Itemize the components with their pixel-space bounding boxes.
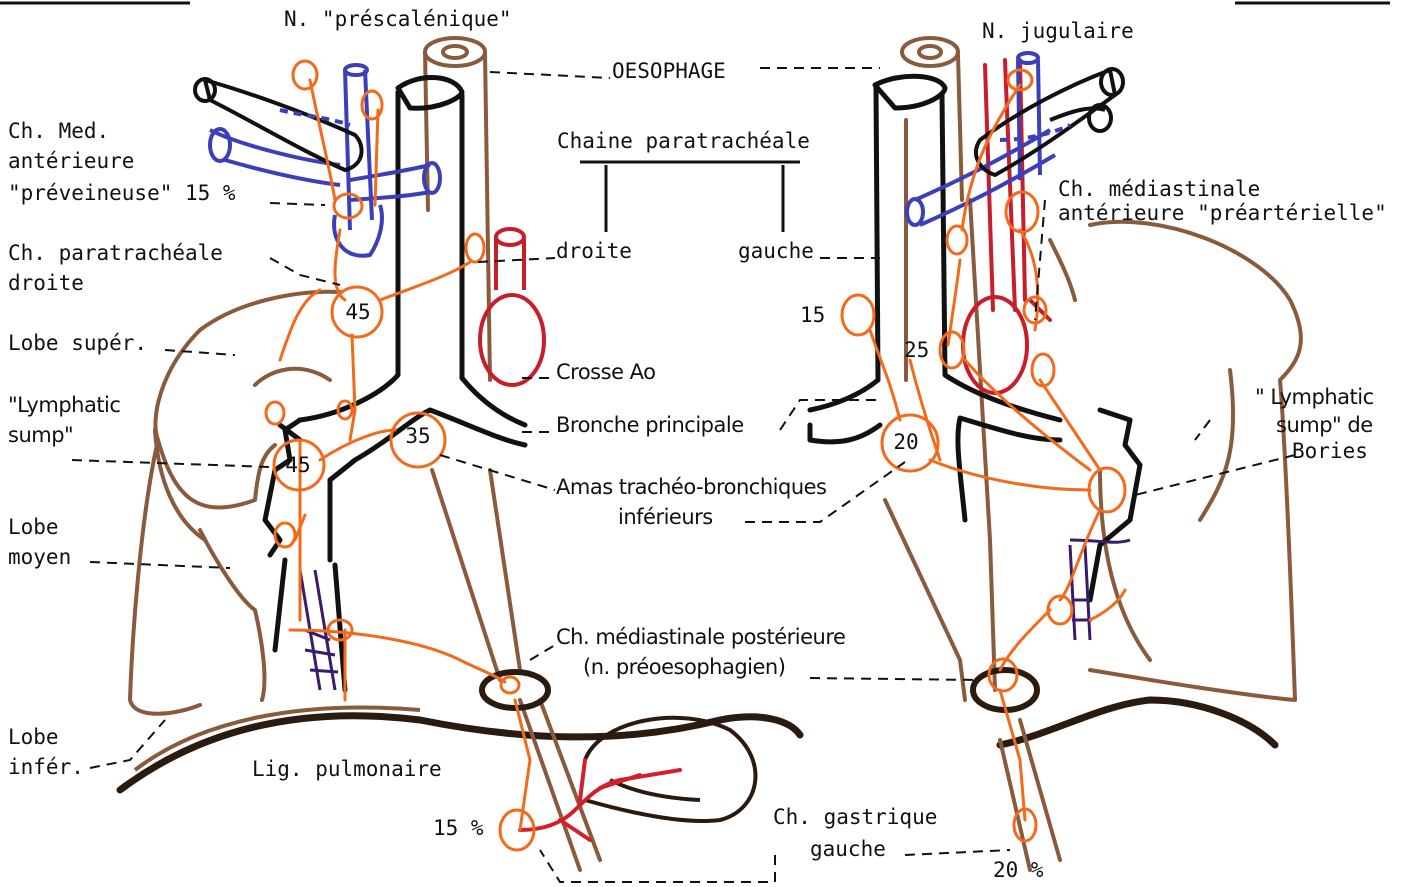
label-bronche-principale: Bronche principale — [556, 410, 744, 440]
label-n-jugulaire: N. jugulaire — [982, 16, 1134, 46]
label-ch-gastrique-line2: gauche — [810, 834, 886, 864]
node-value-l-upper: 15 — [800, 303, 825, 327]
label-ch-med-ant-line2: antérieure — [8, 146, 134, 176]
label-ch-med-post-line1: Ch. médiastinale postérieure — [556, 622, 845, 652]
label-lobe-infer-line2: infér. — [8, 752, 84, 782]
label-ch-paratrach-d-line2: droite — [8, 268, 84, 298]
label-ch-med-ant-line3: "préveineuse" 15 % — [8, 178, 236, 208]
label-droite: droite — [556, 236, 632, 266]
label-oesophage: OESOPHAGE — [612, 56, 726, 86]
label-chaine-paratracheale: Chaine paratrachéale — [557, 126, 810, 156]
label-crosse-ao: Crosse Ao — [556, 357, 656, 387]
label-ch-med-post-line2: (n. préoesophagien) — [583, 652, 785, 682]
label-ch-paratrach-d-line1: Ch. paratrachéale — [8, 238, 223, 268]
label-n-prescalenique: N. "préscalénique" — [284, 4, 512, 34]
label-lig-pulmonaire: Lig. pulmonaire — [252, 754, 442, 784]
node-value-r-sump: 45 — [285, 453, 310, 477]
node-value-r-gastric: 15 % — [433, 816, 484, 840]
label-ch-gastrique-line1: Ch. gastrique — [773, 802, 937, 832]
label-ch-med-ant-line1: Ch. Med. — [8, 116, 109, 146]
label-lobe-moyen-line2: moyen — [8, 542, 71, 572]
label-lymph-sump-bories-line3: Bories — [1292, 436, 1368, 466]
label-amas-line2: inférieurs — [618, 502, 713, 532]
node-value-l-tracheobronch: 20 — [893, 430, 918, 454]
label-gauche: gauche — [738, 236, 814, 266]
node-value-r-paratracheal: 45 — [345, 300, 370, 324]
label-lobe-moyen-line1: Lobe — [8, 512, 59, 542]
node-value-l-gastric: 20 % — [993, 858, 1044, 882]
label-lymph-sump-line1: "Lymphatic — [8, 390, 120, 420]
label-amas-line1: Amas trachéo-bronchiques — [556, 472, 827, 502]
node-value-l-paratracheal: 25 — [904, 338, 929, 362]
label-lymph-sump-bories-line1: " Lymphatic — [1255, 382, 1374, 412]
label-ch-med-ant-pre-line2: antérieure "préartérielle" — [1058, 198, 1387, 228]
label-lobe-infer-line1: Lobe — [8, 722, 59, 752]
node-value-r-tracheobronch: 35 — [405, 424, 430, 448]
label-lymph-sump-line2: sump" — [8, 420, 73, 450]
label-lobe-super: Lobe supér. — [8, 328, 147, 358]
